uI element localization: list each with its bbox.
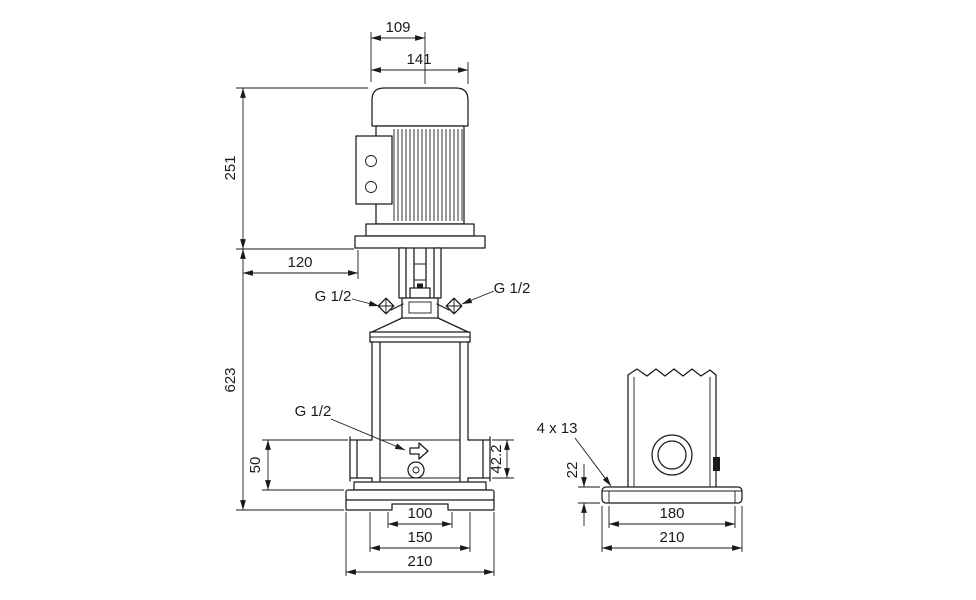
sleeve-walls [371,341,469,483]
coupling-guard-right [433,247,442,299]
dim-22-label: 22 [564,462,581,479]
dim-50: 50 [247,440,271,490]
dim-100-label: 100 [407,505,432,522]
side-base-seam [602,490,742,503]
dim-210-side-label: 210 [659,529,684,546]
pump-sleeve [369,331,471,483]
dim-210-front: 210 [346,553,494,575]
motor-fan-cover [371,87,469,127]
base-plate [345,489,495,501]
dim-251: 251 [222,88,246,249]
head-block [401,297,439,319]
dim-22: 22 [564,462,587,526]
dim-42-2-label: 42.2 [488,444,505,473]
dim-120-label: 120 [287,254,312,271]
coupling-guard-left [398,247,407,299]
coupling [398,247,442,299]
dim-100: 100 [388,505,452,527]
terminal-box-bolt-bottom [365,181,377,193]
side-view: 4 x 13 22 180 210 [537,368,743,552]
vent-screw [417,283,423,289]
dim-141-label: 141 [406,51,431,68]
terminal-box [355,135,393,205]
dim-42-2: 42.2 [488,440,510,478]
dim-180: 180 [609,505,735,527]
extension-lines-side [578,486,743,552]
motor-flange [365,223,475,237]
dim-150-label: 150 [407,529,432,546]
drain-plug-circle [407,461,425,479]
port-label-drain-text: G 1/2 [295,403,332,420]
pump-base [345,481,495,511]
gauge-plug-left-icon [377,297,395,315]
side-base-plate [601,486,743,504]
flow-arrow-icon [409,442,429,460]
note-bolt-holes-text: 4 x 13 [537,420,578,437]
port-bore-circle [657,440,687,470]
dim-623-label: 623 [222,367,239,392]
dim-210-front-label: 210 [407,553,432,570]
head-inner [408,301,432,314]
port-label-top-left: G 1/2 [315,288,380,307]
port-label-drain: G 1/2 [295,403,406,451]
port-label-top-right-text: G 1/2 [494,280,531,297]
chamber-port-lines [380,439,460,479]
port-label-top-left-text: G 1/2 [315,288,352,305]
port-flange-circle [651,434,693,476]
base-feet [345,499,495,511]
dim-109-label: 109 [385,19,410,36]
gauge-plug-right-icon [445,297,463,315]
dim-141: 141 [371,51,468,73]
motor-fins [393,129,463,221]
vent-block [409,287,431,299]
dim-120: 120 [243,254,358,276]
coupling-ticks [414,263,426,281]
dim-50-label: 50 [247,457,264,474]
drain-detail [407,442,429,479]
head-flare [371,317,469,333]
nameplate-clamp [713,457,720,471]
note-bolt-holes: 4 x 13 [537,420,612,487]
dim-251-label: 251 [222,155,239,180]
side-base [601,486,743,504]
side-walls [627,374,717,488]
motor-stool-plate [354,235,486,249]
suction-port [349,436,373,482]
side-body [627,368,720,488]
dim-180-label: 180 [659,505,684,522]
plug-stub-left [390,303,404,311]
base-disc [353,481,487,491]
dim-210-side: 210 [602,529,742,551]
extension-lines-front [236,32,514,576]
terminal-box-bolt-top [365,155,377,167]
motor [354,87,486,249]
dim-150: 150 [370,529,470,551]
port-label-top-right: G 1/2 [461,280,531,305]
drain-plug-center [412,466,420,474]
dim-623: 623 [222,248,246,510]
pump-head [371,283,469,333]
discharge-port [467,436,491,482]
plug-stub-right [436,303,450,311]
side-walls-inner [633,377,711,487]
dim-109: 109 [371,19,425,41]
break-line [627,368,717,377]
front-view: 109 141 251 623 120 42.2 50 100 [222,19,530,576]
